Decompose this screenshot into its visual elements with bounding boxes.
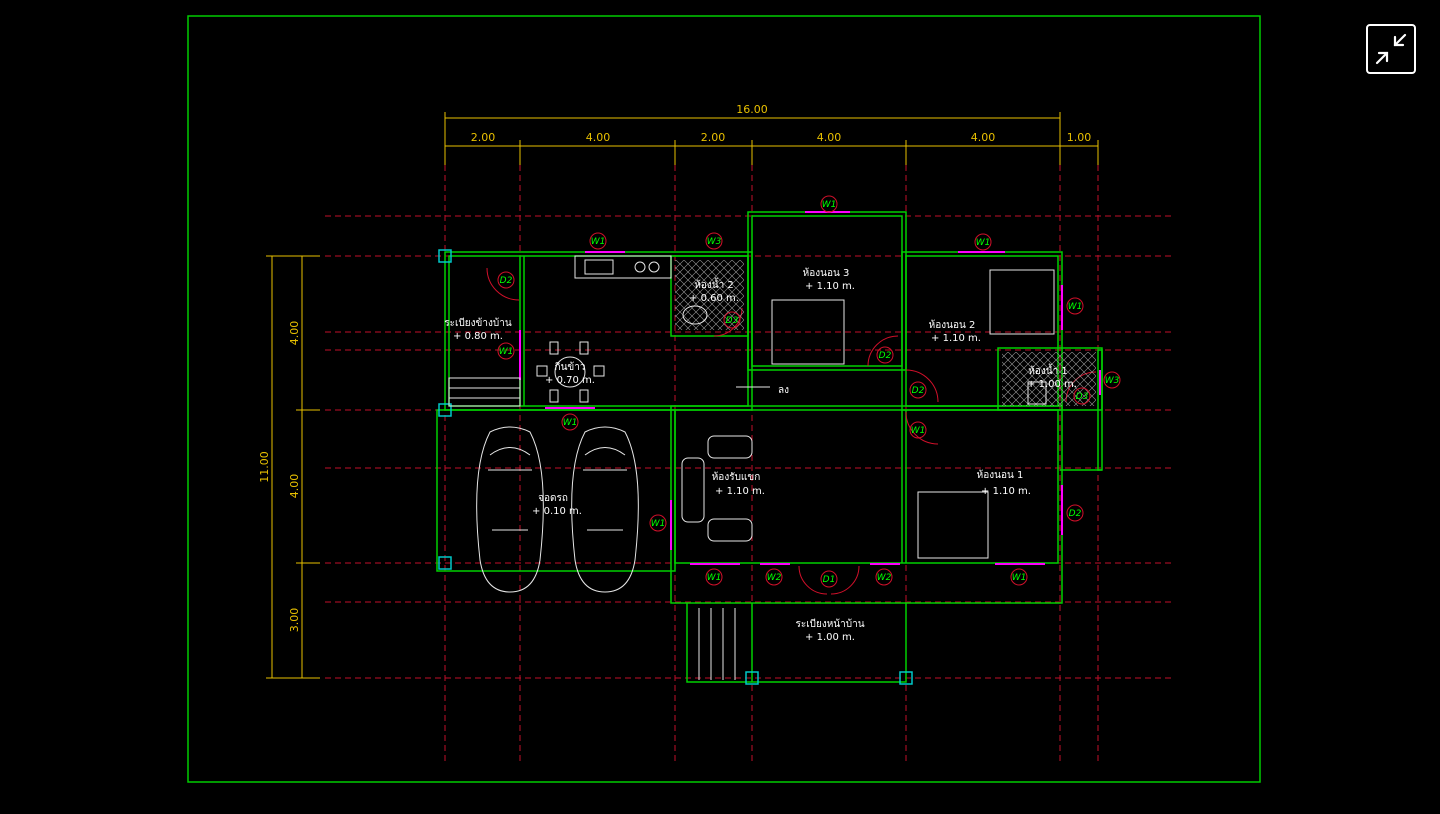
room-level: + 1.10 m.: [805, 281, 855, 292]
bathroom-2-floor: [675, 260, 744, 330]
room-level: + 0.70 m.: [545, 375, 595, 386]
opening-tag: W1: [1066, 297, 1084, 315]
svg-text:W1: W1: [651, 519, 666, 529]
svg-text:W1: W1: [499, 347, 514, 357]
dimension-6: 1.00: [1067, 131, 1092, 144]
opening-tag: W3: [1103, 371, 1121, 389]
side-dimension-lines: [266, 255, 320, 679]
svg-text:D2: D2: [912, 386, 925, 396]
columns: [438, 249, 913, 685]
opening-tag: W1: [705, 568, 723, 586]
room-labels: ระเบียงข้างบ้าน + 0.80 m. กินข้าว + 0.70…: [444, 267, 1077, 643]
collapse-arrows-icon: [1375, 33, 1407, 65]
opening-tag: D2: [909, 381, 927, 399]
opening-tag: D2: [876, 346, 894, 364]
room-name: ห้องนอน 2: [929, 319, 976, 331]
opening-tag: W1: [820, 195, 838, 213]
opening-tag: W1: [561, 413, 579, 431]
room-name: ห้องนอน 3: [803, 267, 850, 279]
svg-text:D2: D2: [1069, 509, 1082, 519]
svg-text:D3: D3: [726, 316, 739, 326]
opening-tag: D3: [723, 311, 741, 329]
drawing-frame: [187, 15, 1261, 783]
walls: [436, 211, 1103, 683]
svg-text:D2: D2: [500, 276, 513, 286]
room-name: ระเบียงหน้าบ้าน: [795, 618, 864, 630]
opening-tag: D3: [1073, 387, 1091, 405]
room-level: + 0.10 m.: [532, 506, 582, 517]
svg-text:W1: W1: [1012, 573, 1027, 583]
room-name: ห้องน้ำ 1: [1028, 363, 1067, 377]
opening-tag: W1: [649, 514, 667, 532]
room-level: + 0.80 m.: [453, 331, 503, 342]
room-name: กินข้าว: [555, 361, 586, 373]
opening-tag: W2: [765, 568, 783, 586]
bathroom-1-floor: [1002, 352, 1096, 406]
overall-side-dimension: 11.00: [258, 451, 271, 483]
side-dimension-3: 3.00: [288, 608, 301, 633]
opening-tag: D2: [1066, 504, 1084, 522]
room-name: จอดรถ: [538, 493, 568, 504]
room-level: + 1.10 m.: [981, 486, 1031, 497]
svg-text:W1: W1: [707, 573, 722, 583]
dimension-4: 4.00: [817, 131, 842, 144]
windows: [519, 211, 1101, 565]
svg-text:D3: D3: [1076, 392, 1089, 402]
svg-text:W2: W2: [877, 573, 892, 583]
room-level: + 1.00 m.: [1027, 379, 1077, 390]
opening-tag: W1: [974, 233, 992, 251]
room-level: + 1.10 m.: [715, 486, 765, 497]
side-dimension-1: 4.00: [288, 321, 301, 346]
svg-text:W1: W1: [591, 237, 606, 247]
room-level: + 1.00 m.: [805, 632, 855, 643]
opening-tag: W3: [705, 232, 723, 250]
svg-text:D2: D2: [879, 351, 892, 361]
svg-text:W1: W1: [822, 200, 837, 210]
room-name: ห้องน้ำ 2: [694, 277, 733, 291]
opening-tag: D2: [497, 271, 515, 289]
svg-text:W1: W1: [563, 418, 578, 428]
room-level: + 1.10 m.: [931, 333, 981, 344]
opening-tag: W2: [875, 568, 893, 586]
opening-tag: W1: [497, 342, 515, 360]
svg-text:W1: W1: [976, 238, 991, 248]
dimension-1: 2.00: [471, 131, 496, 144]
side-dimension-2: 4.00: [288, 474, 301, 499]
svg-text:W1: W1: [1068, 302, 1083, 312]
top-dimension-lines: [444, 112, 1099, 165]
doors: [486, 267, 1097, 595]
room-name: ห้องรับแขก: [712, 471, 761, 483]
svg-text:W3: W3: [707, 237, 722, 247]
dimension-3: 2.00: [701, 131, 726, 144]
opening-tag: W1: [909, 421, 927, 439]
overall-dimension: 16.00: [736, 103, 768, 116]
room-name: ระเบียงข้างบ้าน: [444, 317, 512, 329]
exit-fullscreen-button[interactable]: [1366, 24, 1416, 74]
room-name: ห้องนอน 1: [977, 469, 1024, 481]
svg-text:W3: W3: [1105, 376, 1120, 386]
opening-tag: D1: [820, 570, 838, 588]
svg-text:W2: W2: [767, 573, 782, 583]
svg-text:W1: W1: [911, 426, 926, 436]
opening-tag: W1: [589, 232, 607, 250]
svg-text:D1: D1: [823, 575, 836, 585]
stair-label: ลง: [778, 385, 789, 396]
opening-tag: W1: [1010, 568, 1028, 586]
furniture: [448, 255, 1055, 680]
dimension-2: 4.00: [586, 131, 611, 144]
room-level: + 0.60 m.: [689, 293, 739, 304]
dimension-5: 4.00: [971, 131, 996, 144]
